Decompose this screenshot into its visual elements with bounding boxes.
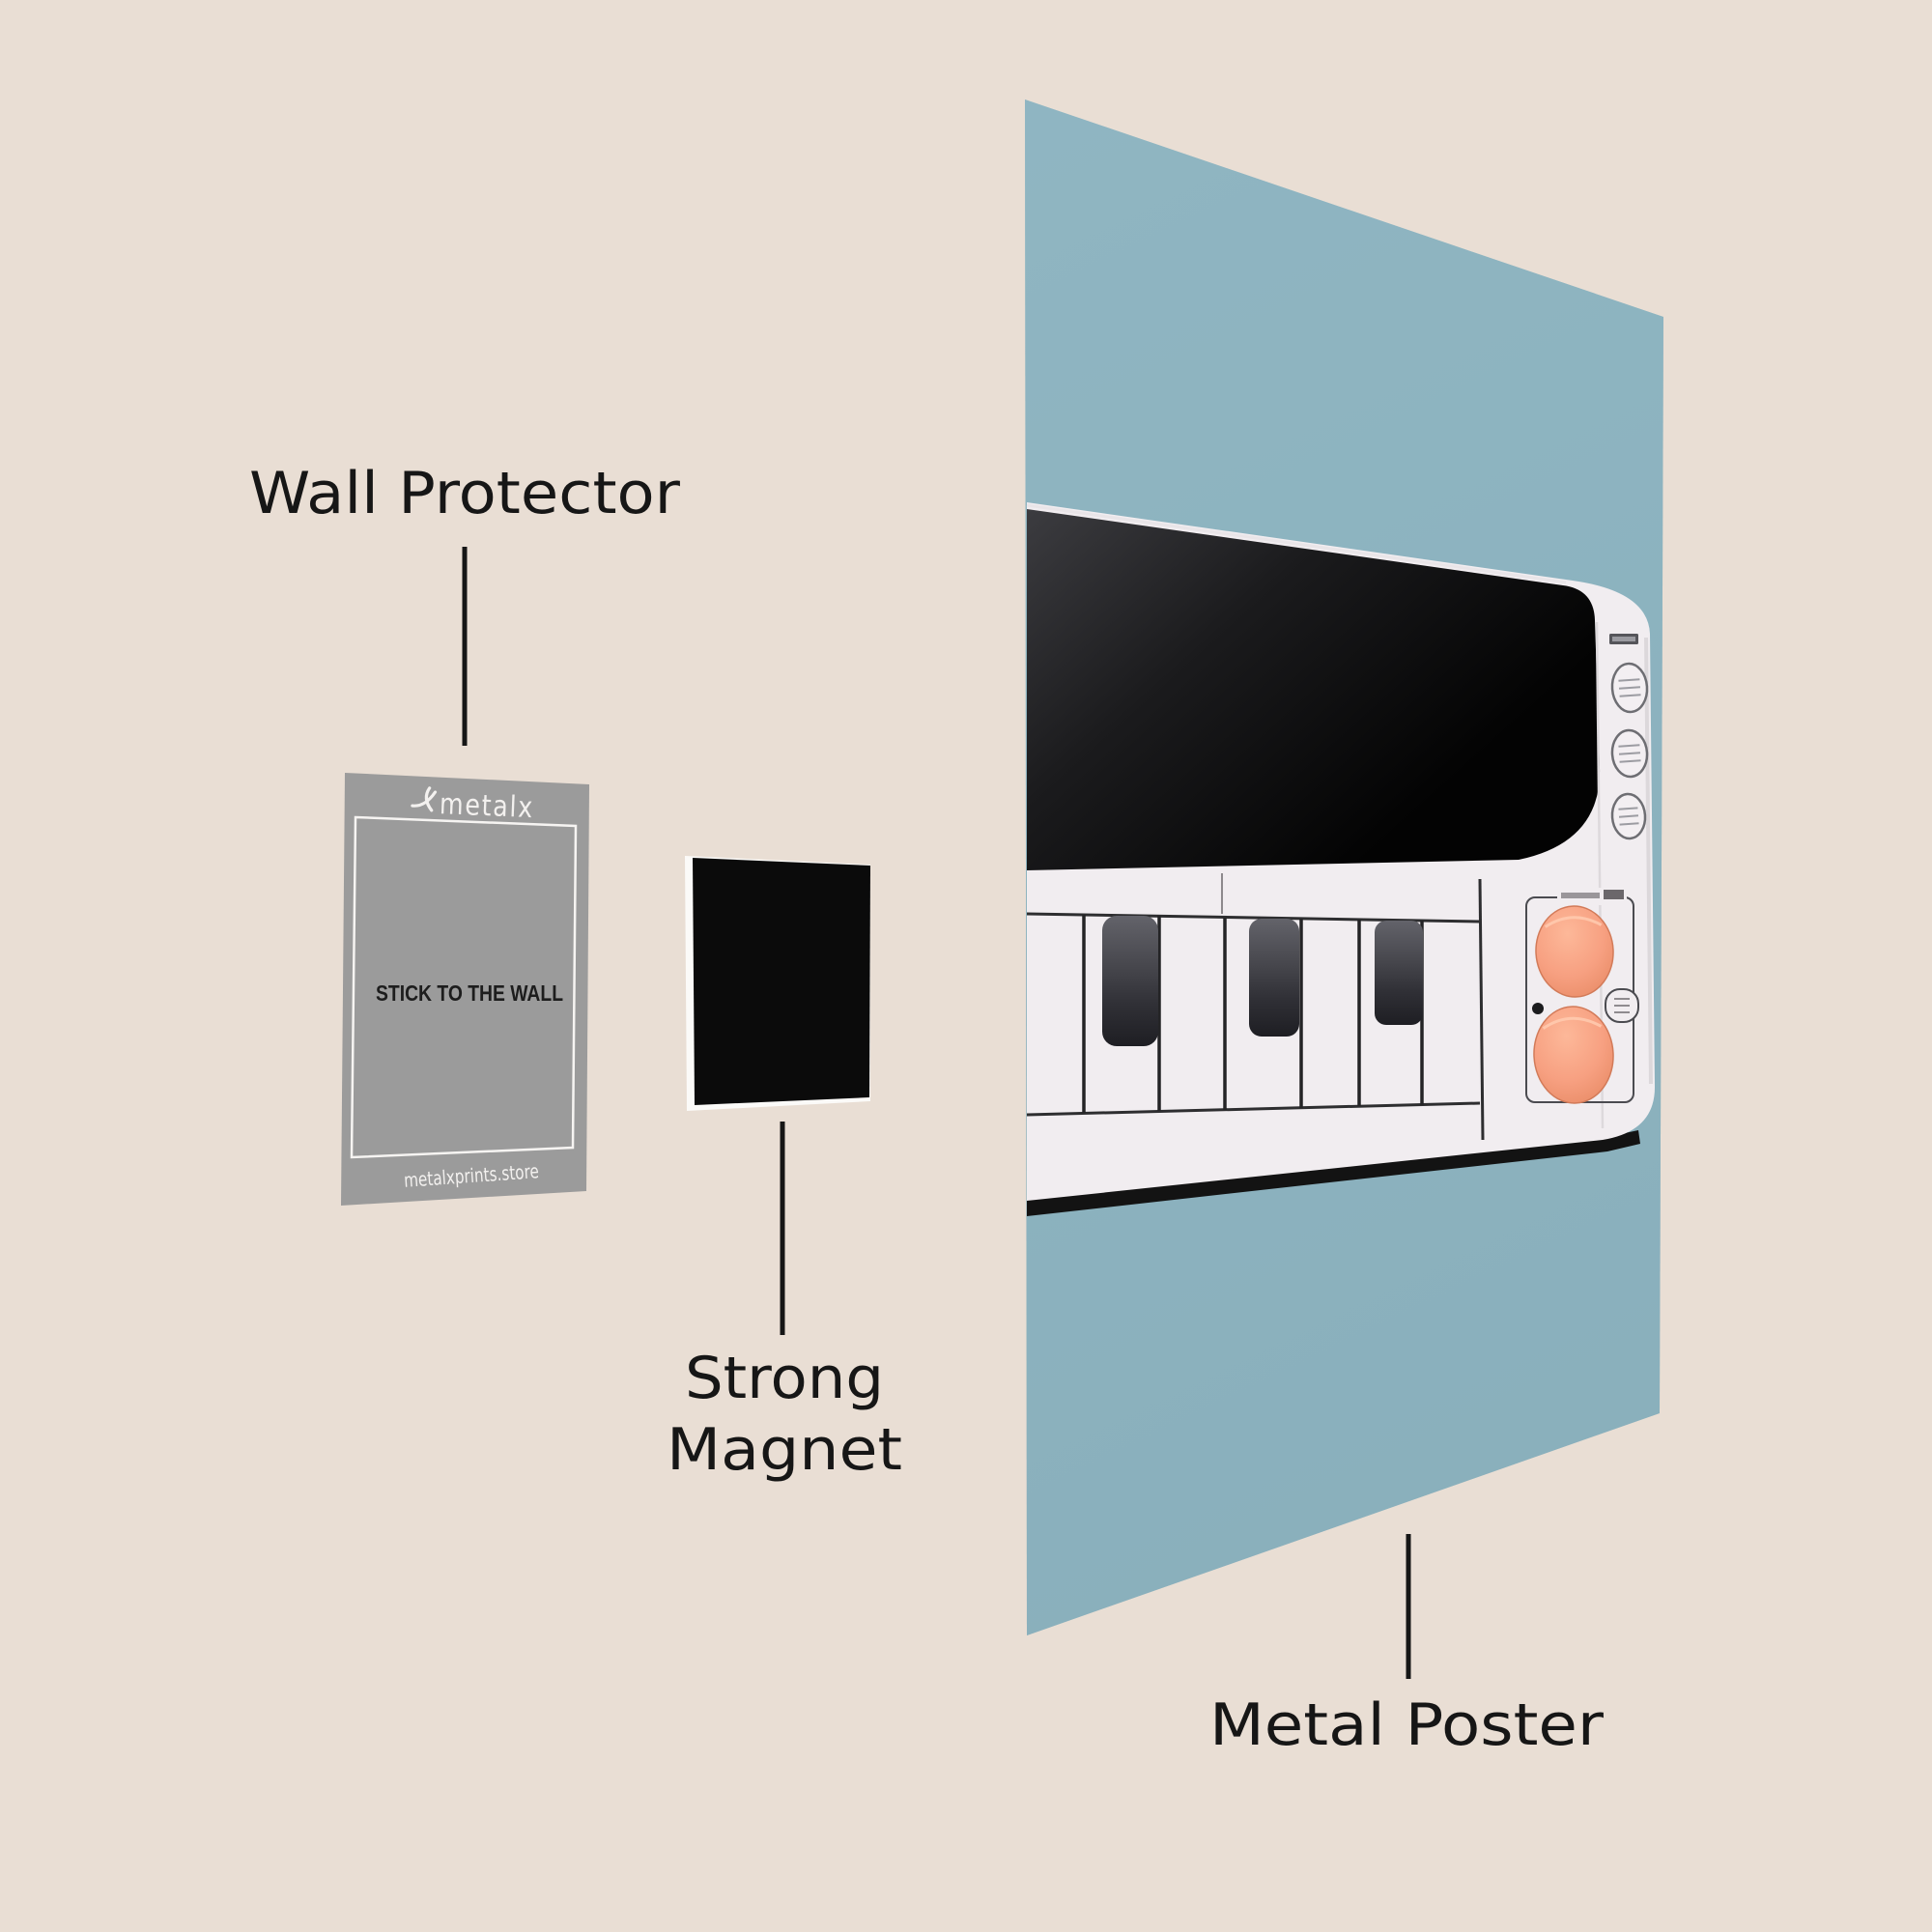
end-cap-button-3 xyxy=(1610,792,1647,840)
card-center-text: STICK TO THE WALL xyxy=(376,980,563,1006)
card-brand-logo: metalx xyxy=(411,786,535,825)
end-cap-button-1 xyxy=(1610,662,1649,714)
keys-bottom-line xyxy=(1026,1101,1481,1117)
black-key-2 xyxy=(1249,919,1299,1037)
keys-top-line xyxy=(1026,912,1481,923)
end-cap-button-2 xyxy=(1610,728,1649,779)
control-panel-label xyxy=(1561,890,1624,899)
wall-protector-card: metalx STICK TO THE WALL metalxprints.st… xyxy=(341,773,589,1206)
wall-protector-label: Wall Protector xyxy=(249,460,680,527)
card-brand-text: metalx xyxy=(439,787,534,825)
brand-glyph-icon xyxy=(424,786,434,812)
black-key-3 xyxy=(1375,921,1423,1025)
orange-pad-2 xyxy=(1533,1006,1614,1104)
device-screen-top-edge xyxy=(1026,503,1567,584)
card-face xyxy=(341,773,589,1206)
black-key-1 xyxy=(1102,916,1158,1046)
poster-artwork-synthesizer xyxy=(1026,502,1656,1216)
orange-pad-1 xyxy=(1535,905,1614,998)
strong-magnet xyxy=(685,856,870,1111)
panel-seam xyxy=(1478,878,1485,1141)
metal-poster xyxy=(1025,99,1663,1635)
brand-glyph-icon xyxy=(411,790,438,808)
magnet-face xyxy=(693,858,870,1105)
status-dot xyxy=(1532,1003,1544,1014)
card-inner-border xyxy=(350,815,578,1159)
metal-poster-label: Metal Poster xyxy=(1209,1691,1604,1759)
device-body-right-shade xyxy=(1644,637,1653,1085)
strong-magnet-label-line1: Strong xyxy=(685,1345,884,1412)
side-tab-button xyxy=(1605,988,1639,1023)
strong-magnet-label-line2: Magnet xyxy=(667,1416,902,1484)
end-cap-badge xyxy=(1609,634,1638,644)
device-screen xyxy=(1027,509,1601,870)
